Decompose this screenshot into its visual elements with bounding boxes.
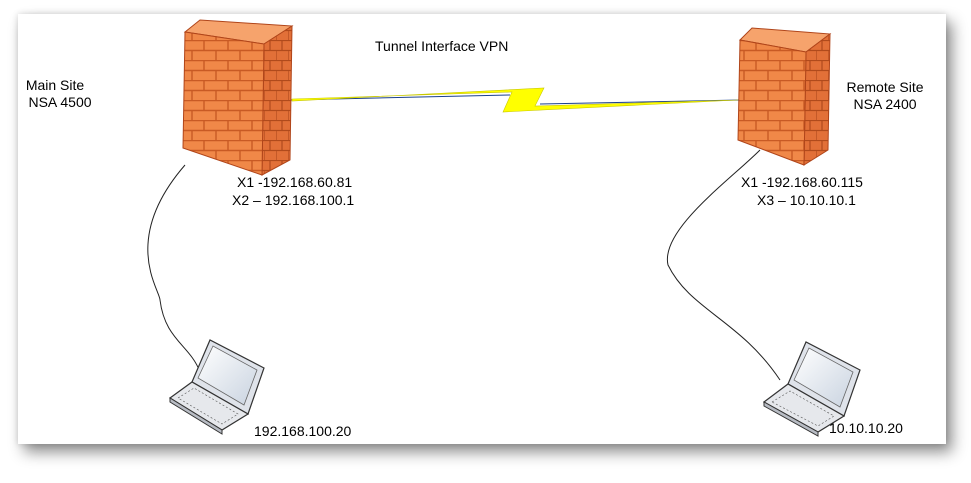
main-site-iface-1: X1 -192.168.60.81	[237, 174, 353, 190]
lightning-bolt-icon	[289, 87, 741, 113]
remote-site-name: Remote Site	[846, 79, 924, 95]
vpn-title: Tunnel Interface VPN	[375, 38, 509, 54]
remote-host-ip: 10.10.10.20	[829, 420, 903, 436]
cable-main-site	[147, 164, 201, 373]
main-site-iface-2: X2 – 192.168.100.1	[232, 192, 355, 208]
remote-site-model: NSA 2400	[853, 96, 917, 112]
main-site-name: Main Site	[25, 77, 85, 93]
firewall-icon	[737, 27, 832, 166]
remote-site-iface-1: X1 -192.168.60.115	[741, 174, 863, 190]
laptop-icon	[168, 339, 265, 435]
main-site-model: NSA 4500	[28, 94, 92, 110]
laptop-icon	[762, 341, 861, 437]
remote-site-iface-2: X3 – 10.10.10.1	[757, 192, 856, 208]
firewall-icon	[182, 19, 294, 176]
main-host-ip: 192.168.100.20	[254, 423, 352, 439]
cable-remote-site	[666, 149, 781, 381]
